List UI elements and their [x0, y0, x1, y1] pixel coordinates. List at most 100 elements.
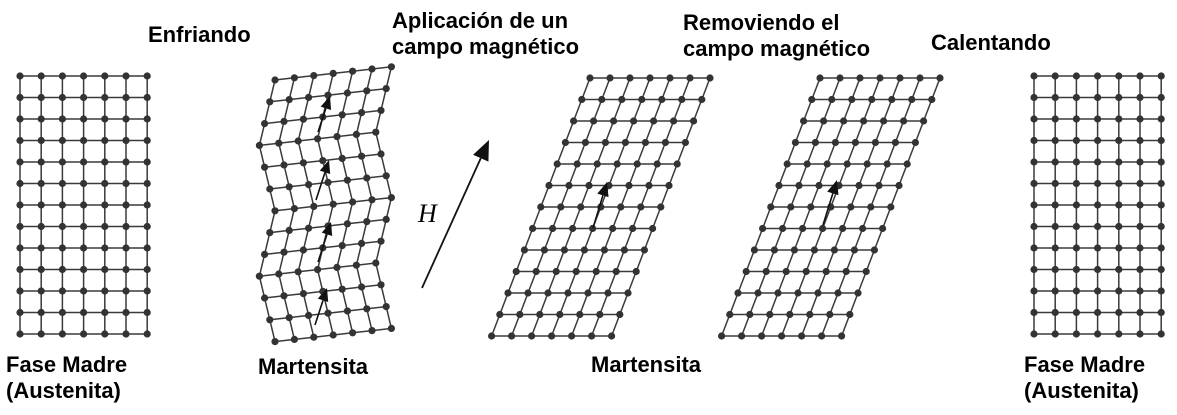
lattice-atom [16, 222, 24, 231]
lattice-bond [366, 308, 373, 331]
lattice-atom [1136, 201, 1144, 209]
lattice-bond [644, 120, 655, 143]
lattice-atom [820, 117, 828, 125]
lattice-atom [377, 237, 385, 245]
lattice-atom [37, 93, 45, 102]
lattice-atom [37, 72, 45, 80]
lattice-bond [297, 119, 305, 142]
lattice-atom [310, 72, 318, 80]
lattice-atom [638, 95, 646, 104]
lattice-bond [346, 180, 354, 203]
lattice-atom [1072, 93, 1080, 102]
lattice-bond [826, 142, 837, 165]
lattice-atom [1136, 72, 1144, 80]
lattice-bond [385, 306, 393, 329]
lattice-bond [857, 271, 867, 294]
lattice-atom [604, 289, 612, 297]
lattice-atom [271, 338, 279, 346]
lattice-atom [822, 267, 830, 276]
lattice-atom [305, 181, 313, 189]
lattice-atom [616, 310, 624, 319]
lattice-bond [608, 163, 618, 186]
lattice-atom [1072, 179, 1080, 188]
lattice-atom [564, 289, 572, 297]
lattice-atom [101, 158, 109, 166]
lattice-bond [737, 271, 747, 294]
lattice-atom [387, 63, 395, 71]
lattice-atom [516, 310, 524, 319]
lattice-atom [896, 74, 904, 82]
lattice-atom [122, 222, 130, 231]
lattice-atom [1157, 265, 1165, 274]
lattice-atom [1136, 308, 1144, 317]
lattice-atom [928, 95, 936, 104]
shear-arrow-shaft [317, 234, 328, 263]
lattice-atom [352, 130, 360, 138]
lattice-atom [58, 158, 66, 166]
lattice-bond [866, 142, 877, 165]
lattice-atom [285, 183, 293, 191]
lattice-bond [851, 77, 861, 100]
lattice-atom [798, 332, 806, 340]
lattice-bond [297, 249, 305, 272]
lattice-atom [377, 106, 385, 114]
lattice-atom [58, 244, 66, 252]
lattice-bond [341, 289, 349, 312]
lattice-atom [122, 287, 130, 295]
lattice-atom [839, 224, 847, 233]
lattice-bond [560, 185, 570, 208]
lattice-atom [808, 95, 816, 104]
lattice-bond [636, 142, 647, 165]
lattice-bond [380, 88, 387, 111]
lattice-bond [821, 206, 832, 229]
lattice-atom [1051, 308, 1059, 317]
lattice-bond [701, 77, 711, 100]
lattice-atom [1072, 72, 1080, 80]
lattice-bond [288, 208, 296, 231]
lattice-atom [37, 308, 45, 317]
lattice-atom [80, 244, 88, 252]
lattice-atom [333, 133, 341, 141]
lattice-atom [1094, 115, 1102, 123]
lattice-bond [873, 228, 884, 251]
lattice-atom [1115, 330, 1123, 338]
lattice-atom [653, 160, 661, 168]
lattice-atom [143, 308, 151, 317]
lattice-atom [609, 224, 617, 233]
lattice-atom [1115, 308, 1123, 317]
lattice-bond [886, 142, 897, 165]
field-arrow-head [473, 140, 489, 162]
lattice-bond [590, 314, 601, 337]
lattice-atom [1157, 158, 1165, 166]
lattice-atom [1094, 287, 1102, 295]
lattice-bond [490, 314, 501, 337]
lattice-bond [652, 99, 663, 122]
parent-phase-left-line-2: (Austenita) [6, 378, 121, 403]
field-remove-label: Removiendo el campo magnético [683, 10, 870, 62]
field-remove-line-2: campo magnético [683, 36, 871, 61]
lattice-atom [508, 332, 516, 340]
lattice-atom [271, 207, 279, 215]
lattice-atom [1157, 287, 1165, 295]
lattice-atom [553, 160, 561, 168]
lattice-bond [570, 314, 581, 337]
lattice-bond [302, 228, 310, 251]
lattice-atom [803, 160, 811, 168]
lattice-bond [740, 314, 751, 337]
lattice-bond [564, 120, 575, 143]
lattice-bond [360, 90, 368, 113]
lattice-atom [581, 138, 590, 147]
lattice-bond [615, 249, 626, 272]
lattice-atom [368, 196, 376, 204]
lattice-atom [528, 332, 536, 340]
lattice-atom [512, 267, 520, 276]
lattice-atom [266, 98, 274, 106]
lattice-atom [895, 181, 903, 190]
lattice-bond [874, 120, 885, 143]
lattice-bond [825, 249, 836, 272]
lattice-atom [329, 69, 337, 77]
lattice-atom [851, 138, 860, 147]
lattice-bond [854, 120, 865, 143]
lattice-atom [854, 289, 862, 297]
lattice-bond [360, 286, 368, 309]
